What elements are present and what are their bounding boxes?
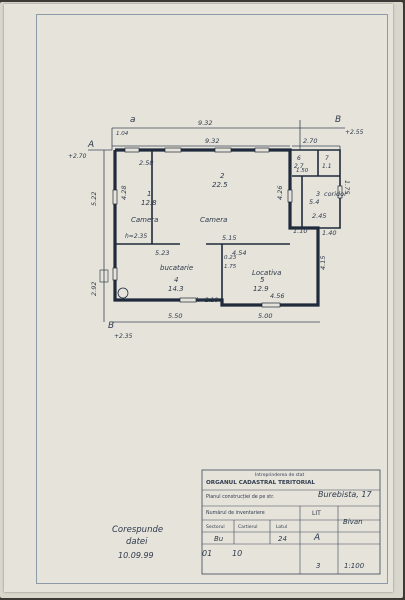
axis-b-bottom-label: B (108, 321, 114, 331)
stamp-lit-value: A (313, 533, 320, 543)
room3-area: 5.4 (309, 198, 319, 206)
dim-top-outer: 9.32 (198, 119, 212, 127)
title-block: Intreprinderea de stat ORGANUL CADASTRAL… (201, 469, 381, 575)
room7-number: 7 (325, 155, 329, 162)
dim-left-lower: 2.92 (90, 282, 98, 296)
stamp-org: ORGANUL CADASTRAL TERITORIAL (206, 480, 315, 486)
stove-symbol (117, 287, 129, 299)
stamp-header: Intreprinderea de stat (255, 472, 305, 478)
axis-a-top-label: a (130, 115, 136, 125)
dim-left-outer: 5.22 (90, 192, 98, 206)
top-right-level-label: +2.55 (345, 129, 364, 136)
room4-height: h=2.10 (196, 297, 218, 304)
dim-room3-small: 1.50 (296, 168, 309, 174)
dim-room4-width: 5.23 (155, 249, 169, 257)
stamp-lit-label: LIT (312, 510, 321, 517)
room2-area: 22.5 (212, 181, 228, 189)
stamp-scale: 1:100 (344, 562, 365, 570)
room5-number: 5 (260, 276, 265, 284)
dim-bottom-right: 5.00 (258, 312, 272, 320)
room2-name: Camera (200, 216, 227, 224)
stamp-signature: Bivan (343, 518, 363, 526)
stamp-address-value: Burebista, 17 (318, 490, 372, 499)
room1-area: 12.8 (141, 199, 157, 207)
dim-right-vertical: 4.15 (319, 256, 327, 270)
left-step (99, 269, 109, 283)
dim-left-edge: 1.04 (116, 131, 129, 137)
dimension-labels: 9.32 9.32 2.70 5.22 4.28 2.92 2.58 4.26 … (90, 119, 351, 320)
room5-area: 12.9 (253, 285, 269, 293)
note-code2: 10 (232, 549, 242, 558)
windows (112, 147, 343, 308)
dim-right-side-height: 1.75 (343, 180, 351, 194)
dim-bottom-left: 5.50 (168, 312, 182, 320)
room2-number: 2 (220, 172, 225, 180)
walls (113, 148, 320, 307)
room1-name: Camera (131, 216, 158, 224)
dim-room3-width: 2.45 (312, 212, 326, 220)
stamp-quarter-label: Cartierul (238, 524, 258, 530)
note-code1: 01 (202, 549, 212, 558)
dim-left-room1: 4.28 (120, 186, 128, 200)
note-date: 10.09.99 (118, 551, 154, 560)
stamp-sector-label: Sectorul (206, 524, 225, 530)
room1-height: h=2.35 (125, 233, 147, 240)
stamp-address-label: Planul construcției de pe str. (206, 494, 274, 500)
room-labels: 1 12.8 Camera h=2.35 2 22.5 Camera 3 5.4… (125, 155, 348, 304)
room4-number: 4 (174, 276, 178, 284)
dim-kitchen-offset: 0.23 (224, 255, 237, 261)
bottom-level-label: +2.35 (114, 333, 133, 340)
room4-name: bucatarie (160, 264, 193, 272)
dim-top-inner: 9.32 (205, 137, 219, 145)
axis-b-label: B (335, 115, 341, 125)
top-level-label: +2.70 (68, 153, 87, 160)
stamp-lot-label: Lotul (276, 524, 287, 530)
dim-mid-width: 5.15 (222, 234, 236, 242)
stamp-inventory-label: Numărul de inventariere (206, 510, 265, 516)
stamp-lot-value: 24 (278, 535, 287, 543)
room6-number: 6 (297, 155, 301, 162)
dimension-lines (88, 120, 345, 323)
axis-a-label: A (87, 140, 94, 150)
room6-area: 2.7 (294, 163, 304, 170)
drawing-frame (36, 14, 388, 584)
note-conform: Corespunde (112, 525, 163, 535)
room4-area: 14.3 (168, 285, 184, 293)
room5-name: Locativa (252, 269, 281, 277)
drawing-sheet (4, 4, 393, 592)
dim-small-room-height: 1.75 (224, 264, 237, 270)
dim-top-right: 2.70 (303, 137, 317, 145)
stamp-sector-value: Bu (214, 535, 224, 543)
room7-area: 1.1 (322, 163, 332, 170)
dim-room5-width-bottom: 4.56 (270, 292, 284, 300)
dim-room1-width: 2.58 (139, 159, 153, 167)
note-conform2: datei (126, 537, 148, 547)
handwritten-notes: Corespunde datei 10.09.99 01 10 (112, 525, 242, 560)
dim-right-lower: 1.40 (322, 229, 336, 237)
dim-room5-width: 4.54 (232, 249, 246, 257)
dim-right-small: 1.10 (293, 227, 307, 235)
room1-number: 1 (147, 190, 151, 198)
stamp-sheet-value: 3 (316, 562, 320, 570)
room3-number: 3 (316, 190, 320, 198)
room3-name: coridor (324, 190, 348, 198)
dim-room2-height: 4.26 (276, 186, 284, 200)
